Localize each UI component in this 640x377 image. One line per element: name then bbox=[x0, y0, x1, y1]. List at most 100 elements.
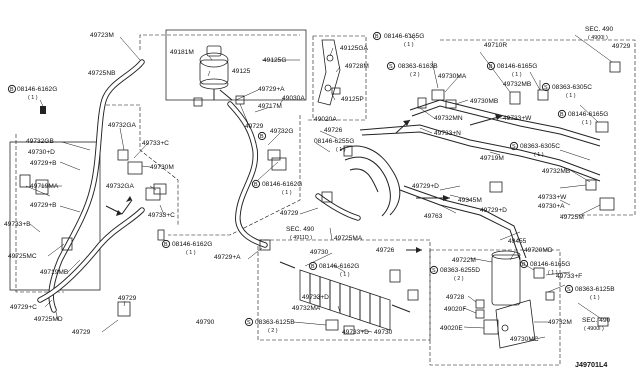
oil-cooler bbox=[279, 261, 411, 331]
label-49732mb-1: 49732MB bbox=[503, 81, 532, 88]
label-49717m: 49717M bbox=[258, 103, 282, 110]
label-49725nb: 49725NB bbox=[88, 70, 116, 77]
label-08363-6305c-2-qty: ( 1 ) bbox=[534, 152, 544, 158]
reservoir-tank bbox=[199, 45, 233, 101]
svg-text:B: B bbox=[311, 264, 315, 270]
label-49729-bl: 49729 bbox=[118, 295, 137, 302]
svg-text:B: B bbox=[375, 34, 379, 40]
label-08146-6165g-rr-qty: ( 1 ) bbox=[582, 120, 592, 126]
label-49728-low: 49728 bbox=[446, 294, 465, 301]
label-49725m: 49725M bbox=[560, 214, 584, 221]
clips-and-bolts bbox=[19, 61, 621, 335]
label-sec490-br-sub: ( 4900l ) bbox=[584, 326, 604, 332]
label-49733w-1: 49733+W bbox=[503, 115, 532, 122]
label-49732mb-2: 49732MB bbox=[542, 168, 571, 175]
label-08146-6165g-low: 08146-6165G bbox=[530, 261, 570, 268]
label-49729c: 49729+C bbox=[10, 304, 37, 311]
label-49725ma: 49725MA bbox=[334, 235, 363, 242]
pump-bracket bbox=[491, 250, 536, 349]
label-49730m: 49730M bbox=[150, 164, 174, 171]
reservoir-box bbox=[165, 29, 307, 101]
label-49729a-top: 49729+A bbox=[258, 86, 285, 93]
svg-text:S: S bbox=[247, 320, 251, 326]
label-49732ga-1: 49732GA bbox=[108, 122, 136, 129]
label-08146-6165g-low-qty: ( 1 ) bbox=[548, 270, 558, 276]
left-assembly-box bbox=[9, 141, 101, 291]
label-49719ma: 49719MA bbox=[30, 183, 59, 190]
label-49020f: 49020F bbox=[444, 306, 466, 313]
label-49732gb: 49732GB bbox=[26, 138, 54, 145]
left-hose-frame bbox=[15, 104, 179, 293]
hose-to-cooler bbox=[315, 193, 361, 221]
label-49725md: 49725MD bbox=[34, 316, 63, 323]
label-08146-6162g-low-qty: ( 1 ) bbox=[186, 250, 196, 256]
label-49719mb: 49719MB bbox=[40, 269, 69, 276]
label-49732ga-2: 49732GA bbox=[106, 183, 134, 190]
label-49790: 49790 bbox=[196, 319, 215, 326]
svg-text:S: S bbox=[432, 268, 436, 274]
label-49710r: 49710R bbox=[484, 42, 507, 49]
return-hose-left bbox=[48, 59, 145, 313]
label-sec490-tr: SEC. 490 bbox=[585, 26, 614, 33]
svg-text:B: B bbox=[164, 242, 168, 248]
label-49729d-2: 49729+D bbox=[480, 207, 507, 214]
label-49733c-1: 49733+C bbox=[142, 140, 169, 147]
label-49730mc: 49730MC bbox=[510, 336, 539, 343]
label-49726-top: 49726 bbox=[324, 127, 343, 134]
pressure-hose-main bbox=[227, 101, 268, 248]
label-49125p: 49125P bbox=[341, 96, 364, 103]
label-49733d-cool: 49733+D bbox=[302, 294, 329, 301]
label-49730-cooler: 49730 bbox=[310, 249, 329, 256]
label-49730a: 49730+A bbox=[538, 203, 565, 210]
label-49723m: 49723M bbox=[90, 32, 114, 39]
label-49719m: 49719M bbox=[480, 155, 504, 162]
svg-text:B: B bbox=[560, 112, 564, 118]
label-49730-low: 49730 bbox=[374, 329, 393, 336]
label-49125ga: 49125GA bbox=[340, 45, 368, 52]
label-49725mc: 49725MC bbox=[8, 253, 37, 260]
label-49733b-left: 49733+B bbox=[4, 221, 31, 228]
reservoir-bracket bbox=[317, 39, 341, 106]
svg-text:B: B bbox=[489, 64, 493, 70]
label-49732m: 49732M bbox=[548, 319, 572, 326]
label-08146-6162g-cool-qty: ( 1 ) bbox=[340, 272, 350, 278]
label-49020e: 49020E bbox=[440, 325, 463, 332]
label-08146-6255g-qty: ( 1 ) bbox=[336, 147, 346, 153]
label-sec490-mid-sub: ( 4911D ) bbox=[290, 235, 312, 241]
label-49732g: 49732G bbox=[270, 128, 293, 135]
label-08363-6125b-r-qty: ( 1 ) bbox=[590, 295, 600, 301]
svg-text:S: S bbox=[544, 85, 548, 91]
label-08363-6125b-low: 08363-6125B bbox=[255, 319, 295, 326]
bolt-symbols: B B B B B B B B B bbox=[7, 31, 567, 271]
label-49729a-low: 49729+A bbox=[214, 254, 241, 261]
screw-symbols: S S S S S S bbox=[244, 61, 574, 327]
label-49030a: 49030A bbox=[282, 95, 305, 102]
label-49729-tank: 49729 bbox=[245, 123, 264, 130]
label-08146-6162g-top: 08146-6162G bbox=[17, 86, 57, 93]
label-08146-6165g-r-qty: ( 1 ) bbox=[512, 72, 522, 78]
label-08146-6162g-mid-qty: ( 1 ) bbox=[282, 190, 292, 196]
label-49729b-left1: 49729+B bbox=[30, 160, 57, 167]
label-49125: 49125 bbox=[232, 68, 251, 75]
svg-text:B: B bbox=[522, 262, 526, 268]
svg-text:S: S bbox=[512, 144, 516, 150]
label-49729-mid: 49729 bbox=[280, 210, 299, 217]
label-08363-6163b: 08363-6163B bbox=[398, 63, 438, 70]
svg-text:B: B bbox=[254, 182, 258, 188]
label-08363-6125b-r: 08363-6125B bbox=[575, 286, 615, 293]
label-49125g: 49125G bbox=[263, 57, 286, 64]
label-08146-6165g-rr: 08146-6165G bbox=[568, 111, 608, 118]
label-49729-bottom: 49729 bbox=[72, 329, 91, 336]
label-sec490-tr-sub: ( 4900l ) bbox=[588, 35, 608, 41]
label-08146-6165g-top: 08146-6165G bbox=[384, 33, 424, 40]
label-49732mn: 49732MN bbox=[434, 115, 463, 122]
label-49733c-2: 49733+C bbox=[148, 212, 175, 219]
label-49726-low: 49726 bbox=[376, 247, 395, 254]
diagram-code: J49701L4 bbox=[575, 360, 607, 369]
upper-right-frame bbox=[440, 39, 636, 216]
label-49732ma: 49732MA bbox=[292, 305, 321, 312]
label-08363-6255d-qty: ( 2 ) bbox=[454, 276, 464, 282]
label-49733f: 49733+F bbox=[556, 273, 582, 280]
label-49728m: 49728M bbox=[345, 63, 369, 70]
label-08363-6255d: 08363-6255D bbox=[440, 267, 480, 274]
